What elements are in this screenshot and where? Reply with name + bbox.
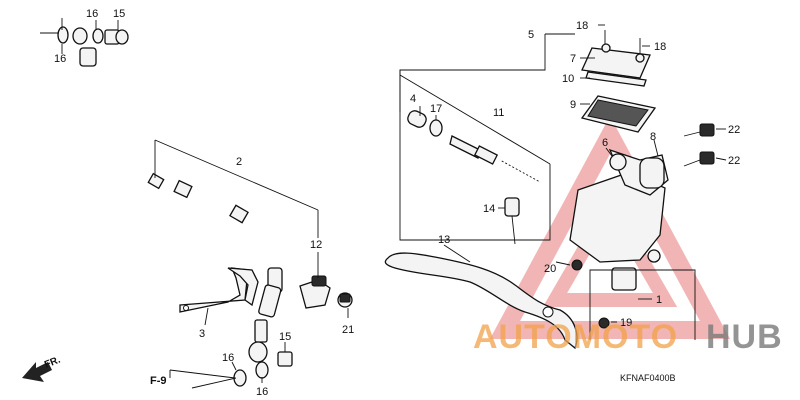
label-20: 20	[544, 263, 556, 275]
section-reference: F-9	[150, 375, 167, 387]
label-18a: 18	[576, 20, 588, 32]
label-22a: 22	[728, 124, 740, 136]
front-indicator-label: FR.	[43, 354, 62, 370]
label-15a: 15	[113, 8, 125, 20]
label-21: 21	[342, 324, 354, 336]
label-3: 3	[199, 328, 205, 340]
watermark-logo: AUTOMOTO HUB	[473, 318, 783, 356]
hose-clamp	[299, 275, 353, 309]
diagram-code: KFNAF0400B	[620, 373, 676, 383]
label-6: 6	[602, 137, 608, 149]
label-1: 1	[656, 294, 662, 306]
label-12: 12	[310, 239, 322, 251]
upper-banjo-bolt	[40, 26, 129, 45]
pivot-bolt	[504, 197, 520, 245]
lower-hose-fitting	[169, 284, 293, 389]
label-16b: 16	[54, 53, 66, 65]
mounting-bolts	[683, 123, 715, 167]
label-16a: 16	[86, 8, 98, 20]
watermark-text-light: AUTOMOTO	[473, 318, 678, 356]
label-15b: 15	[279, 331, 291, 343]
label-11: 11	[493, 107, 504, 119]
front-arrow-icon	[22, 362, 52, 382]
part-labels: 16 15 16 2 12 3 21 15 16 16 5 18 18 7 10…	[54, 8, 740, 398]
brake-lever	[384, 252, 578, 350]
front-indicator: FR.	[22, 354, 62, 382]
leader-lines	[61, 18, 727, 383]
label-19: 19	[620, 317, 632, 329]
reservoir-cap	[580, 30, 657, 133]
label-8: 8	[650, 131, 656, 143]
brake-hose	[79, 47, 290, 293]
piston-kit	[407, 110, 541, 184]
master-cylinder-body	[569, 148, 669, 329]
label-14: 14	[483, 203, 495, 215]
label-9: 9	[570, 99, 576, 111]
label-13: 13	[438, 234, 450, 246]
label-17: 17	[430, 103, 442, 115]
label-7: 7	[570, 53, 576, 65]
label-16d: 16	[256, 386, 268, 398]
label-10: 10	[562, 73, 574, 85]
label-5: 5	[528, 29, 534, 41]
hose-bracket	[179, 267, 259, 313]
label-16c: 16	[222, 352, 234, 364]
label-22b: 22	[728, 155, 740, 167]
label-4: 4	[410, 93, 416, 105]
label-18b: 18	[654, 41, 666, 53]
watermark-text-dark: HUB	[706, 318, 783, 356]
label-2: 2	[236, 156, 242, 168]
